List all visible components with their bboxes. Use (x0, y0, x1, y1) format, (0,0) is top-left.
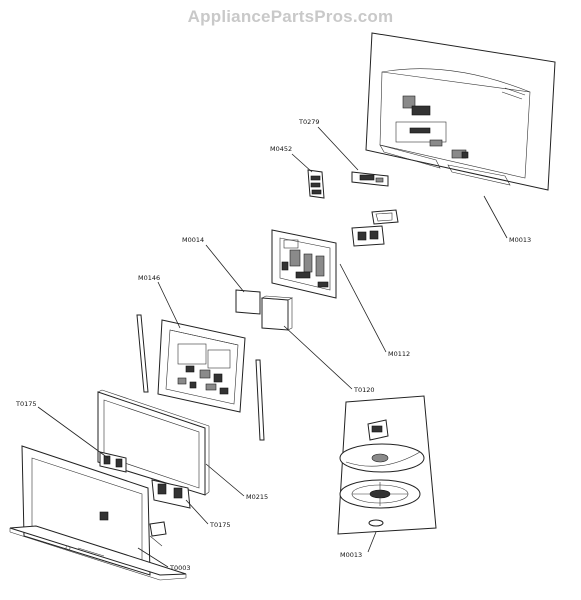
label-m0146: M0146 (138, 274, 160, 282)
label-m0013-top: M0013 (509, 236, 531, 244)
label-m0215: M0215 (246, 493, 268, 501)
label-t0279: T0279 (298, 118, 320, 126)
t0120-pad-part (260, 295, 294, 331)
label-t0175-right: T0175 (209, 521, 231, 529)
label-t0120: T0120 (353, 386, 375, 394)
watermark: AppliancePartsPros.com (187, 7, 394, 26)
m0112-main-board-part (271, 229, 337, 299)
m0452-connector-part (307, 169, 325, 199)
t0279-board-part (351, 171, 389, 187)
t0175-left-bracket-part (99, 451, 127, 473)
label-t0003: T0003 (169, 564, 191, 572)
bracket-parts (351, 209, 399, 247)
label-m0452: M0452 (270, 145, 292, 153)
label-m0112: M0112 (388, 350, 410, 358)
side-rail-parts (136, 314, 265, 441)
front-bezel-part (9, 445, 187, 581)
back-cover-part (365, 32, 556, 191)
leader-lines (37, 126, 508, 568)
t0175-right-bracket-part (151, 479, 191, 509)
label-m0014: M0014 (182, 236, 204, 244)
label-m0013-bottom: M0013 (340, 551, 362, 559)
stand-part (337, 395, 437, 535)
m0014-pad-part (235, 289, 261, 315)
label-t0175-left: T0175 (15, 400, 37, 408)
m0146-chassis-part (157, 319, 246, 413)
